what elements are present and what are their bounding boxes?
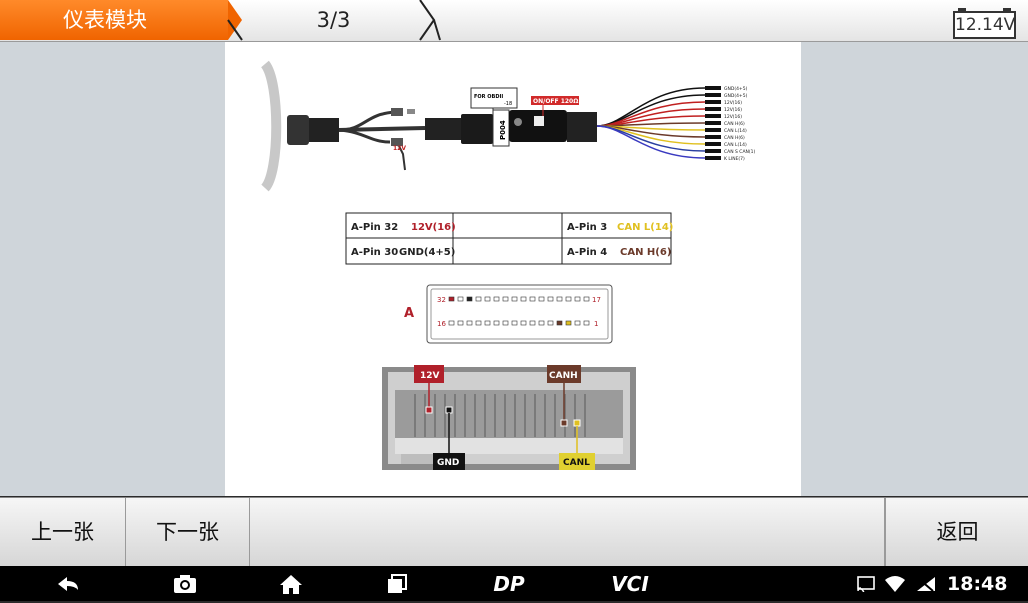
wire-label: K LINE(7) xyxy=(724,156,745,162)
connector-pin xyxy=(475,320,482,326)
connector-pin xyxy=(583,320,590,326)
battery-voltage-badge: 12.14V xyxy=(953,8,1016,39)
connector-pin xyxy=(529,320,536,326)
connector-pin xyxy=(538,296,545,302)
pin-signal-canh: CAN H(6) xyxy=(620,247,671,258)
connector-pin xyxy=(448,320,455,326)
cable-label-switch: ON/OFF 120Ω xyxy=(533,98,578,105)
connector-letter: A xyxy=(404,306,414,321)
wire-label: CAN H(6) xyxy=(724,135,745,141)
connector-pin xyxy=(565,296,572,302)
connector-pin xyxy=(520,320,527,326)
connector-pin xyxy=(502,320,509,326)
wiring-diagram-page[interactable]: FOR OBDII -18 ON/OFF 120Ω P004 12V GND(4… xyxy=(225,42,801,496)
back-arrow-icon[interactable] xyxy=(50,566,86,601)
empty-button-slot xyxy=(250,498,885,566)
system-nav-bar: DP VCI 18:48 xyxy=(0,566,1028,601)
connector-pin xyxy=(502,296,509,302)
wifi-icon xyxy=(882,566,908,601)
wire-label: GND(4+5) xyxy=(724,93,748,99)
vci-shortcut[interactable]: VCI xyxy=(611,571,649,596)
connector-pin xyxy=(574,296,581,302)
wire-label: 12V(16) xyxy=(724,114,742,120)
connector-pin xyxy=(466,296,473,302)
connector-pin xyxy=(493,320,500,326)
wire-label: CAN L(14) xyxy=(724,128,747,134)
connector-photo: 12V CANH GND CANL xyxy=(382,365,636,470)
wire-label: 12V(16) xyxy=(724,100,742,106)
connector-pin xyxy=(583,296,590,302)
connector-pin xyxy=(520,296,527,302)
connector-pin xyxy=(565,320,572,326)
back-button[interactable]: 返回 xyxy=(885,498,1028,566)
pin-number-32: 32 xyxy=(437,296,446,304)
action-bar: 上一张 下一张 返回 xyxy=(0,497,1028,566)
connector-pin xyxy=(538,320,545,326)
connector-pin xyxy=(493,296,500,302)
connector-pin xyxy=(448,296,455,302)
dp-shortcut[interactable]: DP xyxy=(493,571,525,596)
clock: 18:48 xyxy=(947,573,1008,595)
wiring-diagram: FOR OBDII -18 ON/OFF 120Ω P004 12V GND(4… xyxy=(260,60,756,470)
main-content: FOR OBDII -18 ON/OFF 120Ω P004 12V GND(4… xyxy=(0,42,1028,496)
connector-pin xyxy=(547,320,554,326)
connector-pin xyxy=(529,296,536,302)
connector-pinout: A 32 17 16 1 xyxy=(404,284,613,344)
connector-pin xyxy=(556,296,563,302)
photo-label-canl: CANL xyxy=(563,458,590,468)
wire-label: 12V(16) xyxy=(724,107,742,113)
pin-number-1: 1 xyxy=(594,320,598,328)
recent-apps-icon[interactable] xyxy=(380,566,414,601)
connector-pin xyxy=(457,320,464,326)
pin-number-16: 16 xyxy=(437,320,446,328)
wire-label: CAN H(6) xyxy=(724,121,745,127)
wire-label: GND(4+5) xyxy=(724,86,748,92)
connector-pin xyxy=(511,296,518,302)
cast-icon xyxy=(854,566,878,601)
cable-label-p004: P004 xyxy=(499,120,507,140)
tab-divider-chevron xyxy=(227,19,243,41)
pin-label: A-Pin 3 xyxy=(567,222,607,233)
module-title-tab: 仪表模块 xyxy=(0,0,242,40)
photo-label-gnd: GND xyxy=(437,458,459,468)
title-bar: 仪表模块 3/3 12.14V xyxy=(0,0,1028,42)
cable-label-12v: 12V xyxy=(393,145,406,152)
signal-icon xyxy=(913,566,939,601)
photo-label-canh: CANH xyxy=(549,371,578,381)
pin-assignment-table: A-Pin 32 12V(16) A-Pin 3 CAN L(14) A-Pin… xyxy=(345,212,673,265)
cable-label-for-obdii: FOR OBDII xyxy=(474,94,503,100)
connector-pin xyxy=(547,296,554,302)
connector-pin xyxy=(556,320,563,326)
wire-label: CAN S CAN(1) xyxy=(724,149,756,155)
connector-pin xyxy=(475,296,482,302)
connector-pin xyxy=(484,320,491,326)
connector-pin xyxy=(466,320,473,326)
previous-button[interactable]: 上一张 xyxy=(0,498,126,566)
home-icon[interactable] xyxy=(274,566,308,601)
cable-label-suffix: -18 xyxy=(504,101,512,107)
connector-pin xyxy=(484,296,491,302)
pin-label: A-Pin 30 xyxy=(351,247,398,258)
wire-label: CAN L(14) xyxy=(724,142,747,148)
connector-pin xyxy=(574,320,581,326)
pin-signal-12v: 12V(16) xyxy=(411,222,456,233)
tab-divider-chevron xyxy=(419,0,441,41)
pin-signal-canl: CAN L(14) xyxy=(617,222,673,233)
connector-pin xyxy=(457,296,464,302)
pin-label: A-Pin 4 xyxy=(567,247,607,258)
pin-label: A-Pin 32 xyxy=(351,222,398,233)
photo-label-12v: 12V xyxy=(420,371,440,381)
pin-signal-gnd: GND(4+5) xyxy=(399,247,455,258)
next-button[interactable]: 下一张 xyxy=(126,498,250,566)
pin-number-17: 17 xyxy=(592,296,601,304)
camera-icon[interactable] xyxy=(168,566,202,601)
page-indicator: 3/3 xyxy=(316,8,351,32)
connector-pin xyxy=(511,320,518,326)
obd-cable-illustration: FOR OBDII -18 ON/OFF 120Ω P004 12V GND(4… xyxy=(260,60,756,192)
